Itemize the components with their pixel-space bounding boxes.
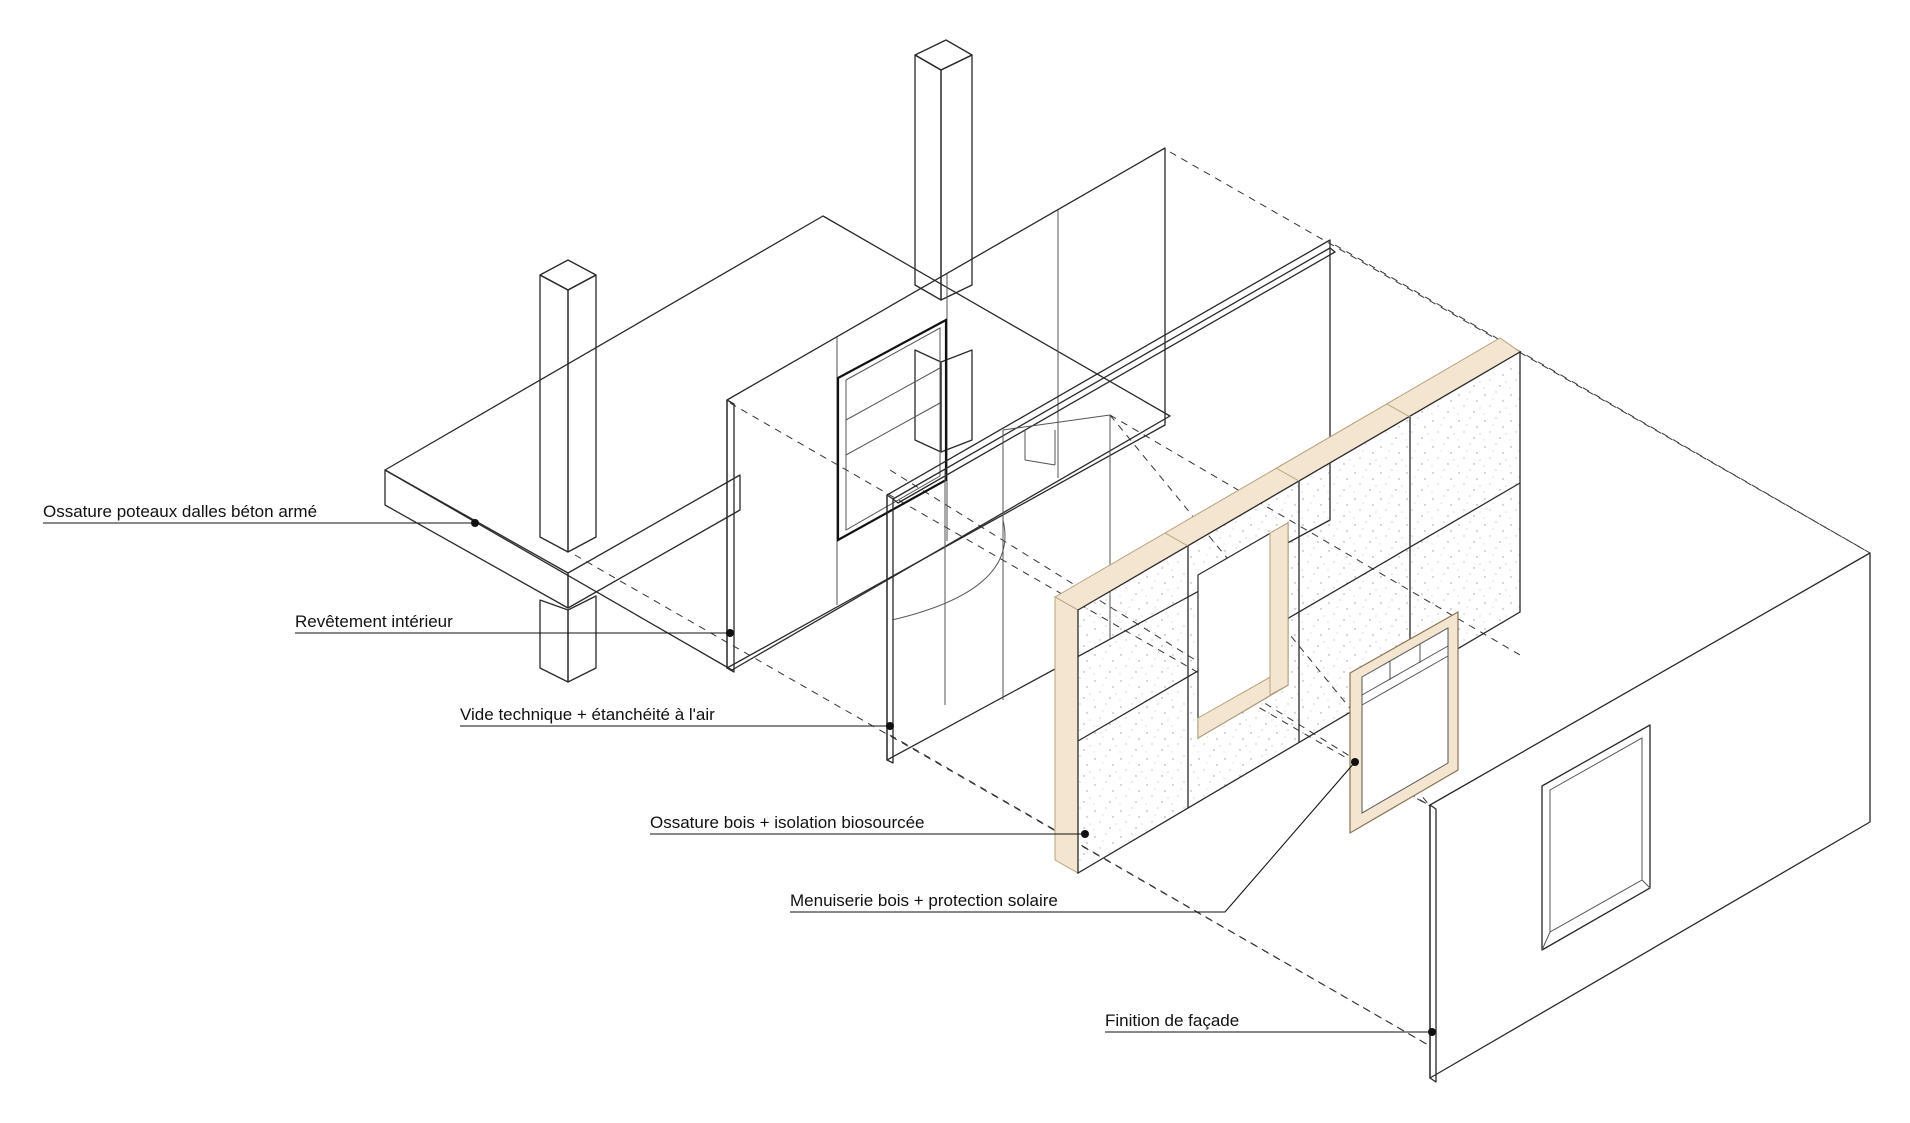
interior-lining-panel (726, 147, 1166, 673)
label-interior-lining: Revêtement intérieur (295, 612, 453, 631)
facade-finish-panel (1429, 552, 1871, 1083)
label-structure: Ossature poteaux dalles béton armé (43, 502, 317, 521)
concrete-structure (384, 39, 1171, 683)
timber-frame-wall (1053, 337, 1521, 875)
timber-window (1349, 610, 1459, 835)
label-facade-finish: Finition de façade (1105, 1011, 1239, 1030)
label-joinery: Menuiserie bois + protection solaire (790, 891, 1058, 910)
labels: Ossature poteaux dalles béton armé Revêt… (43, 502, 1239, 1030)
label-service-void: Vide technique + étanchéité à l'air (460, 705, 715, 724)
leader-lines (43, 519, 1436, 1036)
label-timber-frame: Ossature bois + isolation biosourcée (650, 813, 925, 832)
